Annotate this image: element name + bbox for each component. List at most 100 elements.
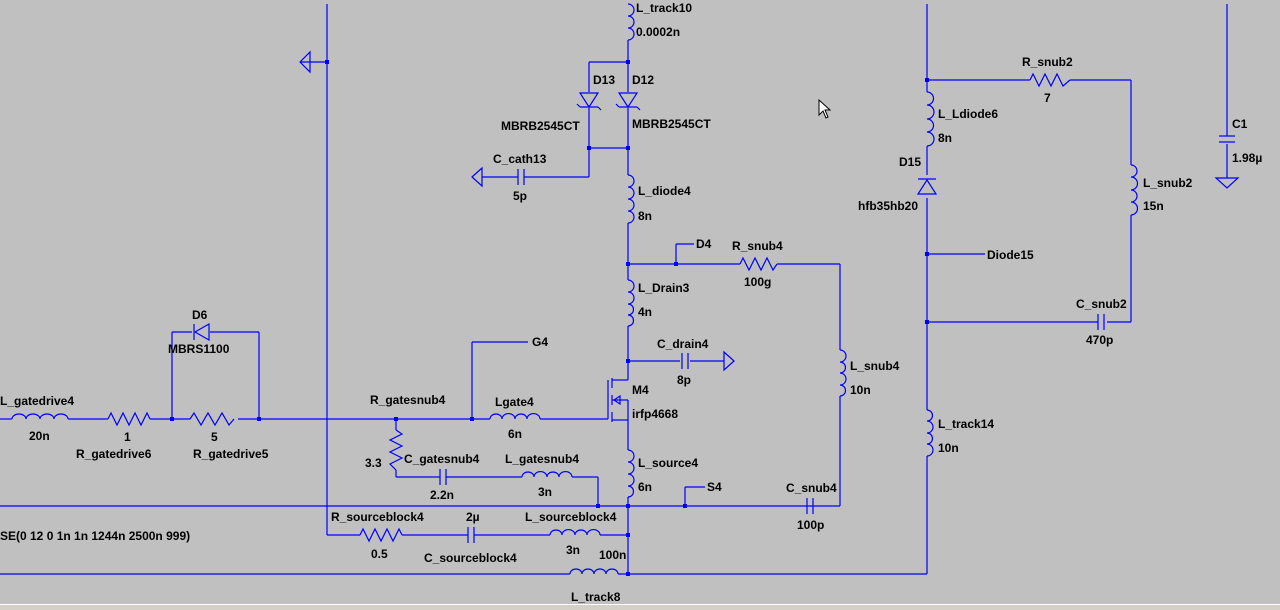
label-D4: D4 <box>696 237 712 251</box>
component-labels: L_track10 0.0002n D13 D12 MBRB2545CT MBR… <box>0 1 1262 604</box>
value-C_snub4: 100p <box>797 518 824 532</box>
label-L_Ldiode6: L_Ldiode6 <box>938 107 998 121</box>
resistor-R_gatedrive6[interactable] <box>107 411 151 427</box>
inductor-L_snub4[interactable] <box>839 349 847 397</box>
inductor-L_gatedrive4[interactable] <box>11 413 69 420</box>
label-L_track10: L_track10 <box>636 1 692 15</box>
value-L_track14: 10n <box>938 441 959 455</box>
window-bottom-edge <box>0 604 1280 610</box>
value-L_Drain3: 4n <box>638 305 652 319</box>
label-S4: S4 <box>707 480 722 494</box>
inductor-Lgate4[interactable] <box>489 412 541 420</box>
value-L_snub4: 10n <box>850 383 871 397</box>
label-R_gatedrive5: R_gatedrive5 <box>193 447 269 461</box>
label-L_snub2: L_snub2 <box>1143 176 1193 190</box>
value-C1: 1.98µ <box>1232 151 1262 165</box>
capacitor-C_gatesnub4[interactable] <box>439 469 447 485</box>
capacitor-C_sourceblock4[interactable] <box>467 527 475 543</box>
inductor-L_snub2[interactable] <box>1130 164 1139 216</box>
label-D12: D12 <box>632 73 654 87</box>
diode-D15[interactable] <box>916 178 938 195</box>
junction-dots <box>170 60 929 576</box>
label-L_Drain3: L_Drain3 <box>638 281 690 295</box>
label-L_track8: L_track8 <box>571 590 621 604</box>
label-R_snub4: R_snub4 <box>732 239 783 253</box>
diode-D6[interactable] <box>193 322 210 342</box>
pulse-source-text: SE(0 12 0 1n 1n 1244n 2500n 999) <box>0 529 190 543</box>
value-C_cath13: 5p <box>513 189 527 203</box>
resistor-R_snub4[interactable] <box>739 256 778 272</box>
label-L_gatesnub4: L_gatesnub4 <box>505 452 579 466</box>
label-D15: D15 <box>899 155 921 169</box>
model-M4: irfp4668 <box>632 407 678 421</box>
label-C_drain4: C_drain4 <box>657 337 709 351</box>
diode-D12[interactable] <box>615 92 641 111</box>
capacitor-C_snub2[interactable] <box>1097 314 1105 330</box>
value-Lgate4: 6n <box>508 427 522 441</box>
label-L_diode4: L_diode4 <box>638 184 691 198</box>
resistor-R_gatesnub4[interactable] <box>388 429 404 471</box>
value-L_track10: 0.0002n <box>636 25 680 39</box>
value-R_gatedrive6: 1 <box>124 430 131 444</box>
wires <box>0 4 1228 575</box>
capacitor-C_cath13[interactable] <box>517 169 525 185</box>
resistor-R_snub2[interactable] <box>1029 72 1071 88</box>
inductor-L_track10[interactable] <box>627 3 635 41</box>
value-R_snub2: 7 <box>1044 91 1051 105</box>
label-G4: G4 <box>532 335 548 349</box>
label-C_sourceblock4: C_sourceblock4 <box>424 551 517 565</box>
resistor-R_gatedrive5[interactable] <box>189 411 235 427</box>
label-D13: D13 <box>593 73 615 87</box>
value-L_Ldiode6: 8n <box>938 131 952 145</box>
inductor-L_source4[interactable] <box>627 449 635 498</box>
value-R_gatesnub4: 3.3 <box>365 456 382 470</box>
inductor-L_Ldiode6[interactable] <box>926 91 935 147</box>
inductor-L_diode4[interactable] <box>627 174 635 224</box>
label-R_gatedrive6: R_gatedrive6 <box>76 447 152 461</box>
inductor-L_track8[interactable] <box>569 568 619 575</box>
resistor-R_sourceblock4[interactable] <box>359 527 403 543</box>
ground-c1-icon <box>1214 177 1240 189</box>
label-C_gatesnub4: C_gatesnub4 <box>404 452 480 466</box>
value-R_gatedrive5: 5 <box>211 430 218 444</box>
label-D6: D6 <box>192 308 208 322</box>
label-L_source4: L_source4 <box>638 456 698 470</box>
label-R_snub2: R_snub2 <box>1022 55 1073 69</box>
label-C1: C1 <box>1232 117 1248 131</box>
mouse-pointer-icon <box>818 99 832 119</box>
label-L_sourceblock4: L_sourceblock4 <box>525 510 617 524</box>
capacitor-C_drain4[interactable] <box>681 353 689 369</box>
model-D12: MBRB2545CT <box>632 117 711 131</box>
value-C_gatesnub4: 2.2n <box>430 488 454 502</box>
value-L_track8: 100n <box>599 548 626 562</box>
label-L_track14: L_track14 <box>938 417 994 431</box>
diode-D13[interactable] <box>576 92 602 111</box>
capacitor-C_snub4[interactable] <box>806 498 814 514</box>
value-L_gatedrive4: 20n <box>29 429 50 443</box>
label-R_gatesnub4: R_gatesnub4 <box>370 393 446 407</box>
label-M4: M4 <box>632 383 649 397</box>
label-C_cath13: C_cath13 <box>493 152 547 166</box>
label-Diode15: Diode15 <box>987 248 1034 262</box>
value-R_sourceblock4: 0.5 <box>371 547 388 561</box>
inductor-L_sourceblock4[interactable] <box>549 528 601 536</box>
inductor-L_track14[interactable] <box>926 409 934 457</box>
capacitor-C1[interactable] <box>1219 135 1235 143</box>
inductor-L_Drain3[interactable] <box>627 279 635 327</box>
value-L_diode4: 8n <box>638 209 652 223</box>
label-C_snub2: C_snub2 <box>1076 297 1127 311</box>
model-D13: MBRB2545CT <box>501 119 580 133</box>
label-R_sourceblock4: R_sourceblock4 <box>331 510 424 524</box>
value-L_source4: 6n <box>638 480 652 494</box>
label-L_gatedrive4: L_gatedrive4 <box>0 394 74 408</box>
model-D6: MBRS1100 <box>168 342 230 356</box>
label-Lgate4: Lgate4 <box>495 395 534 409</box>
value-C_drain4: 8p <box>677 373 691 387</box>
inductor-L_gatesnub4[interactable] <box>521 470 573 478</box>
net-flag-left-icon <box>299 50 311 74</box>
value-L_snub2: 15n <box>1143 199 1164 213</box>
mosfet-M4[interactable] <box>607 378 629 422</box>
value-L_gatesnub4: 3n <box>538 485 552 499</box>
